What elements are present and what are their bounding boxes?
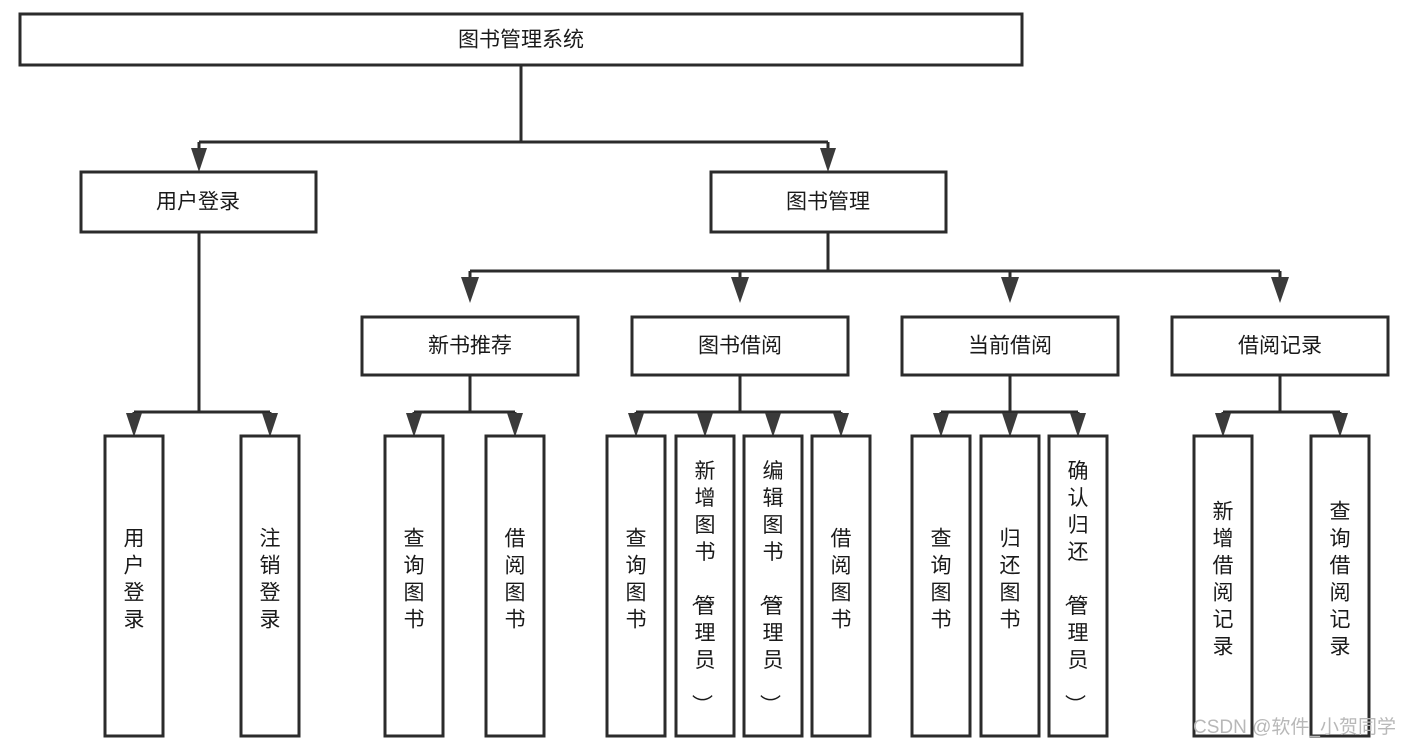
arrow-to-user-login [191,148,207,172]
leaf-book-borrow-3[interactable]: 借阅图书 [810,434,872,738]
arrow-new-book-leaf-1 [507,413,523,437]
arrow-current-borrow-leaf-0 [933,413,949,437]
leaf-book-borrow-1-label: 新增图书（管理员） [690,460,716,715]
leaf-borrow-record-0[interactable]: 新增借阅记录 [1192,434,1254,738]
leaf-user-login-0-label: 用户登录 [124,528,145,632]
arrow-book-borrow-leaf-1 [697,413,713,437]
arrow-new-book-leaf-0 [406,413,422,437]
arrow-to-new-book [461,277,479,303]
leaf-new-book-1-box[interactable] [484,434,546,738]
leaf-new-book-0-label: 查询图书 [404,528,425,632]
node-user-login-label: 用户登录 [156,191,240,214]
node-current-borrow[interactable]: 当前借阅 [900,315,1120,377]
leaf-user-login-0[interactable]: 用户登录 [103,434,165,738]
leaf-current-borrow-1[interactable]: 归还图书 [979,434,1041,738]
arrow-current-borrow-leaf-1 [1002,413,1018,437]
leaf-current-borrow-2-box[interactable] [1047,434,1109,738]
arrow-user-login-leaf-0 [126,413,142,437]
node-borrow-record-box[interactable] [1170,315,1390,377]
leaf-borrow-record-1[interactable]: 查询借阅记录 [1309,434,1371,738]
node-borrow-record-label: 借阅记录 [1238,335,1322,358]
leaf-current-borrow-0[interactable]: 查询图书 [910,434,972,738]
node-book-manage-box[interactable] [709,170,948,234]
node-new-book-recommend[interactable]: 新书推荐 [360,315,580,377]
leaf-book-borrow-3-box[interactable] [810,434,872,738]
node-root-box[interactable] [18,12,1024,67]
connector-layer [126,65,1348,437]
node-root[interactable]: 图书管理系统 [18,12,1024,67]
arrow-to-book-borrow [731,277,749,303]
leaf-book-borrow-0-label: 查询图书 [626,528,647,632]
leaf-book-borrow-2-label: 编辑图书（管理员） [758,460,784,715]
arrow-user-login-leaf-1 [262,413,278,437]
leaf-new-book-1[interactable]: 借阅图书 [484,434,546,738]
leaf-book-borrow-0[interactable]: 查询图书 [605,434,667,738]
leaf-user-login-1[interactable]: 注销登录 [239,434,301,738]
leaf-book-borrow-1[interactable]: 新增图书（管理员） [674,434,736,738]
arrow-borrow-record-leaf-1 [1332,413,1348,437]
node-user-login-box[interactable] [79,170,318,234]
arrow-borrow-record-leaf-0 [1215,413,1231,437]
arrow-to-borrow-record [1271,277,1289,303]
node-book-borrow[interactable]: 图书借阅 [630,315,850,377]
arrow-to-current-borrow [1001,277,1019,303]
leaf-current-borrow-1-label: 归还图书 [1000,528,1021,632]
arrow-to-book-manage [820,148,836,172]
arrow-book-borrow-leaf-3 [833,413,849,437]
node-current-borrow-label: 当前借阅 [968,335,1052,358]
leaf-borrow-record-0-label: 新增借阅记录 [1213,501,1234,659]
leaf-book-borrow-2-box[interactable] [742,434,804,738]
node-new-book-recommend-label: 新书推荐 [428,335,512,358]
leaf-current-borrow-2-label: 确认归还（管理员） [1063,460,1089,715]
leaf-borrow-record-1-box[interactable] [1309,434,1371,738]
node-book-manage[interactable]: 图书管理 [709,170,948,234]
leaf-user-login-1-box[interactable] [239,434,301,738]
node-current-borrow-box[interactable] [900,315,1120,377]
leaf-current-borrow-0-box[interactable] [910,434,972,738]
leaf-new-book-1-label: 借阅图书 [505,528,526,632]
leaf-current-borrow-2[interactable]: 确认归还（管理员） [1047,434,1109,738]
leaf-book-borrow-3-label: 借阅图书 [831,528,852,632]
leaf-user-login-1-label: 注销登录 [260,528,281,632]
leaf-book-borrow-2[interactable]: 编辑图书（管理员） [742,434,804,738]
leaf-new-book-0[interactable]: 查询图书 [383,434,445,738]
node-root-label: 图书管理系统 [458,29,584,52]
node-book-manage-label: 图书管理 [786,191,870,214]
arrow-book-borrow-leaf-2 [765,413,781,437]
leaf-book-borrow-1-box[interactable] [674,434,736,738]
leaf-current-borrow-1-box[interactable] [979,434,1041,738]
arrow-book-borrow-leaf-0 [628,413,644,437]
node-borrow-record[interactable]: 借阅记录 [1170,315,1390,377]
leaf-new-book-0-box[interactable] [383,434,445,738]
leaf-book-borrow-0-box[interactable] [605,434,667,738]
node-new-book-recommend-box[interactable] [360,315,580,377]
node-book-borrow-box[interactable] [630,315,850,377]
csdn-watermark: CSDN @软件_小贺同学 [1193,716,1396,738]
leaf-current-borrow-0-label: 查询图书 [931,528,952,632]
arrow-current-borrow-leaf-2 [1070,413,1086,437]
node-user-login[interactable]: 用户登录 [79,170,318,234]
leaf-user-login-0-box[interactable] [103,434,165,738]
node-book-borrow-label: 图书借阅 [698,335,782,358]
leaf-borrow-record-1-label: 查询借阅记录 [1330,501,1351,659]
leaf-borrow-record-0-box[interactable] [1192,434,1254,738]
